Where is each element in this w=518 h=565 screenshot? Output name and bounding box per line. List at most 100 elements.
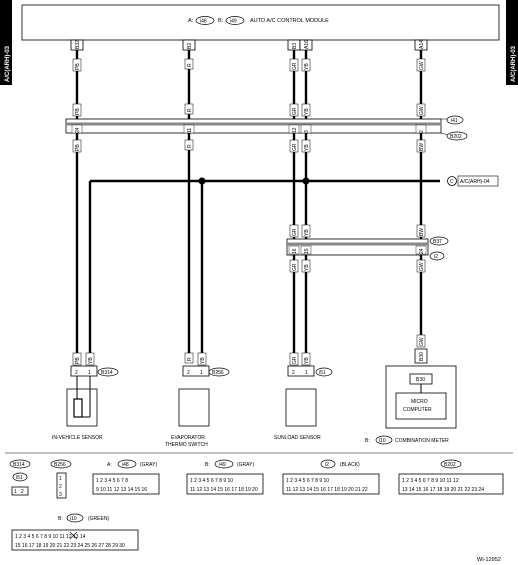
wire-labels: PB R GR YB GW PB R GR YB GW PB R GR YB B… [72,58,426,366]
svg-text:B256: B256 [212,370,224,376]
svg-text:YB: YB [200,357,206,364]
legend-i2: i2 (BLACK) 1 2 3 4 5 6 7 8 9 10 11 12 13… [282,459,380,495]
svg-text:1 2 3 4 5 6 7 8 9 10 11 12 1: 1 2 3 4 5 6 7 8 9 10 11 12 13 14 [15,534,86,540]
svg-text:GR: GR [292,356,298,364]
svg-text:COMPUTER: COMPUTER [403,407,432,413]
svg-text:11: 11 [187,128,193,133]
svg-text:15: 15 [304,248,310,254]
svg-text:B2: B2 [187,43,193,49]
legend-i49: B: i49 (GRAY) 1 2 3 4 5 6 7 8 9 10 11 12… [186,459,264,495]
legend-b314: B314 i51 1 2 [9,459,31,496]
svg-text:(GRAY): (GRAY) [237,462,254,468]
connector-strip-bottom: 16 15 24 B37 i2 [286,236,449,261]
svg-text:A:: A: [188,18,194,24]
evap-label-1: EVAPORATOR [171,435,205,441]
legend-b202: B202 1 2 3 4 5 6 7 8 9 10 11 12 13 14 15… [398,459,504,495]
svg-text:PB: PB [75,108,81,115]
svg-text:PB: PB [75,357,81,364]
wires [75,50,440,358]
svg-text:YB: YB [304,357,310,364]
svg-text:A/C(ARH)-04: A/C(ARH)-04 [460,179,490,185]
svg-text:A14: A14 [419,40,425,49]
svg-text:i41: i41 [451,118,458,124]
svg-text:B256: B256 [54,462,66,468]
svg-text:9 10 11 12 13 14 15 16: 9 10 11 12 13 14 15 16 [96,487,147,493]
svg-text:16: 16 [292,248,298,254]
svg-text:i49: i49 [219,462,226,468]
side-tab-right-text: A/C(ARH)-03 [511,45,517,82]
svg-text:12: 12 [292,127,298,133]
svg-text:1 2 3 4 5 6 7 8: 1 2 3 4 5 6 7 8 [96,478,128,484]
svg-text:1 2 3 4 5 6 7 8 9 10: 1 2 3 4 5 6 7 8 9 10 [190,478,233,484]
svg-text:2: 2 [187,370,190,376]
svg-text:1: 1 [200,370,203,376]
svg-text:YB: YB [304,108,310,115]
svg-text:R: R [187,144,193,148]
meter-label: COMBINATION METER [395,438,449,444]
svg-text:i2: i2 [325,462,329,468]
svg-text:B30: B30 [419,352,425,361]
in-vehicle-sensor: 2 1 B314 IN-VEHICLE SENSOR [52,365,119,441]
svg-text:B:: B: [58,516,63,522]
svg-text:R: R [187,63,193,67]
svg-text:3: 3 [59,492,62,498]
svg-text:BW: BW [419,228,425,236]
svg-text:11 12 13 14 15 16 17 18 19 20: 11 12 13 14 15 16 17 18 19 20 [190,487,258,493]
svg-text:B202: B202 [444,462,456,468]
svg-text:1 2 3 4 5 6 7 8 9 10 11 12: 1 2 3 4 5 6 7 8 9 10 11 12 [402,478,459,484]
sunload-label: SUNLOAD SENSOR [274,435,321,441]
svg-text:(BLACK): (BLACK) [340,462,360,468]
svg-text:1: 1 [14,489,17,495]
svg-text:24: 24 [419,248,425,254]
figure-id: WI-12952 [477,557,501,563]
svg-text:B:: B: [365,438,370,444]
svg-text:PB: PB [75,63,81,70]
svg-text:GR: GR [292,263,298,271]
in-vehicle-sensor-label: IN-VEHICLE SENSOR [52,435,103,441]
svg-text:1: 1 [305,370,308,376]
svg-text:3: 3 [304,130,310,133]
svg-text:i2: i2 [434,254,438,260]
evaporator-thermo-switch: 2 1 B256 EVAPORATOR THERMO SWITCH [165,365,230,448]
svg-text:1: 1 [88,370,91,376]
svg-text:YB: YB [304,63,310,70]
legend-b256: B256 1 2 3 [50,459,72,499]
svg-text:2: 2 [292,370,295,376]
svg-text:2: 2 [59,484,62,490]
svg-text:2: 2 [419,130,425,133]
svg-text:i48: i48 [200,19,207,25]
svg-text:GW: GW [419,106,425,115]
svg-text:1 2 3 4 5 6 7 8 9 10: 1 2 3 4 5 6 7 8 9 10 [286,478,329,484]
side-tab-left-text: A/C(ARH)-03 [5,45,11,82]
svg-text:B314: B314 [13,462,25,468]
svg-text:(GRAY): (GRAY) [140,462,157,468]
svg-text:B37: B37 [433,239,442,245]
svg-text:2: 2 [75,370,78,376]
svg-text:B202: B202 [450,134,462,140]
svg-text:A:: A: [107,462,112,468]
svg-text:GR: GR [292,228,298,236]
svg-text:24: 24 [75,127,81,133]
svg-text:B30: B30 [416,377,425,383]
svg-text:B:: B: [218,18,224,24]
svg-text:1: 1 [59,476,62,482]
svg-text:YB: YB [88,357,94,364]
svg-text:PB: PB [75,144,81,151]
svg-text:A16: A16 [304,40,310,49]
evap-label-2: THERMO SWITCH [165,442,208,448]
svg-text:2: 2 [21,489,24,495]
side-tab-left: A/C(ARH)-03 [0,0,12,85]
svg-text:R: R [187,357,193,361]
legend-i48: A: i48 (GRAY) 1 2 3 4 5 6 7 8 9 10 11 12… [92,459,160,495]
svg-text:i49: i49 [230,19,237,25]
svg-text:MICRO: MICRO [411,399,428,405]
svg-text:i10: i10 [379,438,386,444]
svg-text:B:: B: [205,462,210,468]
svg-text:i51: i51 [319,370,326,376]
svg-text:11 12 13 14 15 16 17 18 19 20: 11 12 13 14 15 16 17 18 19 20 21 22 [286,487,368,493]
combination-meter: B30 B30 MICRO COMPUTER B: i10 COMBINATIO… [365,348,457,445]
module-title: A: i48 B: i49 AUTO A/C CONTROL MODULE [188,16,329,25]
svg-text:i51: i51 [16,475,23,481]
svg-text:YB: YB [304,264,310,271]
svg-text:R: R [187,108,193,112]
